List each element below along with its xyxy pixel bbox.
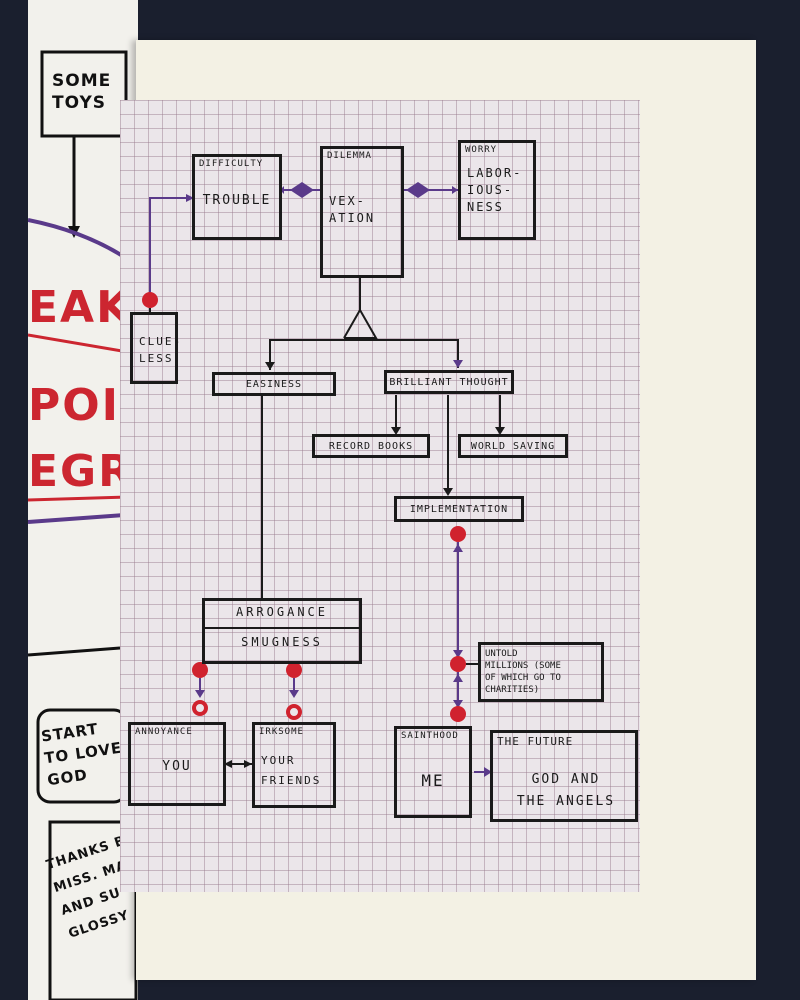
left-box-toys-label: SOME TOYS [52, 71, 112, 113]
node-clueless: CLUE- LESS [130, 312, 183, 384]
node-brilliant-thought: BRILLIANT THOUGHT [384, 370, 514, 394]
node-arrogance-label: ARROGANCE [235, 605, 329, 619]
node-implementation: IMPLEMENTATION [394, 496, 524, 522]
node-annoyance-value: YOU [162, 759, 192, 774]
node-sainthood: SAINTHOOD ME [394, 726, 472, 818]
node-difficulty-label: DIFFICULTY [199, 159, 264, 169]
node-untold-millions-value: UNTOLD MILLIONS (SOME OF WHICH GO TO CHA… [485, 649, 561, 695]
node-annoyance: ANNOYANCE YOU [128, 722, 226, 806]
node-dilemma: DILEMMA VEX- ATION [320, 146, 404, 278]
node-irksome: IRKSOME YOUR FRIENDS [252, 722, 336, 808]
node-the-future-label: THE FUTURE [497, 735, 574, 748]
node-worry: WORRY LABOR- IOUS- NESS [458, 140, 536, 240]
node-world-saving: WORLD SAVING [458, 434, 568, 458]
node-worry-label: WORRY [465, 145, 498, 155]
node-arrogance: ARROGANCE SMUGNESS [202, 598, 362, 664]
node-sainthood-label: SAINTHOOD [401, 731, 459, 741]
node-difficulty-value: TROUBLE [202, 193, 272, 208]
node-arrogance-value: SMUGNESS [241, 635, 323, 649]
left-red-line-2: POINTM [28, 380, 138, 431]
node-easiness: EASINESS [212, 372, 336, 396]
node-annoyance-label: ANNOYANCE [135, 727, 193, 737]
node-clueless-value: CLUE- LESS [139, 335, 183, 365]
node-worry-value: LABOR- IOUS- NESS [467, 166, 523, 214]
left-page: SOME TOYS EAK POINTM EGRET START TO LOVE… [28, 0, 138, 1000]
flowchart-sheet: DIFFICULTY TROUBLE DILEMMA VEX- ATION WO… [120, 100, 640, 892]
node-dilemma-label: DILEMMA [327, 151, 372, 161]
left-red-line-1: EAK [28, 282, 133, 333]
node-irksome-label: IRKSOME [259, 727, 304, 737]
node-record-books: RECORD BOOKS [312, 434, 430, 458]
node-irksome-value: YOUR FRIENDS [261, 754, 322, 787]
node-difficulty: DIFFICULTY TROUBLE [192, 154, 282, 240]
node-the-future-value: GOD AND THE ANGELS [516, 772, 616, 809]
left-box-start-label: START TO LOVE GOD [40, 719, 124, 790]
node-untold-millions: UNTOLD MILLIONS (SOME OF WHICH GO TO CHA… [478, 642, 604, 702]
node-sainthood-value: ME [421, 771, 445, 790]
node-dilemma-value: VEX- ATION [329, 194, 376, 225]
left-red-line-3: EGRET [28, 446, 138, 497]
node-the-future: THE FUTURE GOD AND THE ANGELS [490, 730, 638, 822]
